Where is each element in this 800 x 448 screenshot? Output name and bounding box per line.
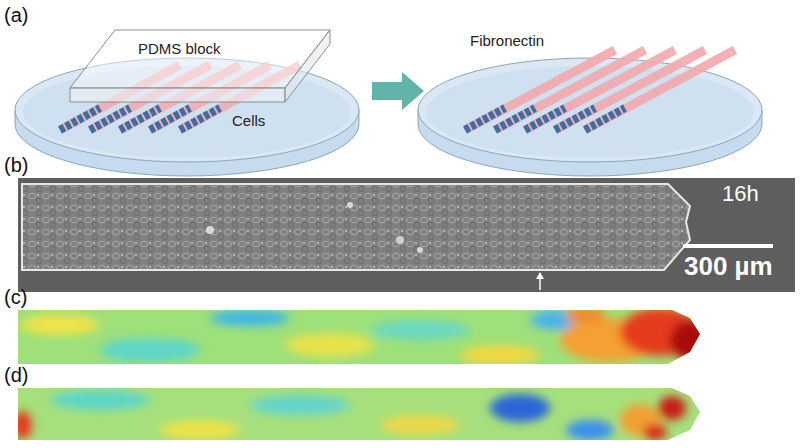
heatmap-c [18, 307, 710, 366]
panel-label: (a) [4, 4, 28, 27]
microscopy-image [18, 178, 795, 292]
part-name: PDMS block [138, 40, 221, 57]
heatmap-d [12, 388, 708, 442]
cell-stripes-right [465, 108, 625, 130]
cell-stripes-left [60, 108, 220, 130]
process-arrow [372, 72, 424, 110]
scale-label: 300 µm [684, 252, 773, 282]
panel-label: (b) [4, 154, 28, 177]
part-name: Cells [232, 112, 265, 129]
panel-label: (d) [4, 364, 28, 387]
time-label: 16h [722, 181, 759, 206]
scale-bar [683, 244, 773, 248]
pdms-block [70, 30, 330, 102]
part-name: Fibronectin [470, 32, 544, 49]
panel-label: (c) [4, 286, 27, 309]
fibronectin-stripes-right [465, 50, 735, 130]
